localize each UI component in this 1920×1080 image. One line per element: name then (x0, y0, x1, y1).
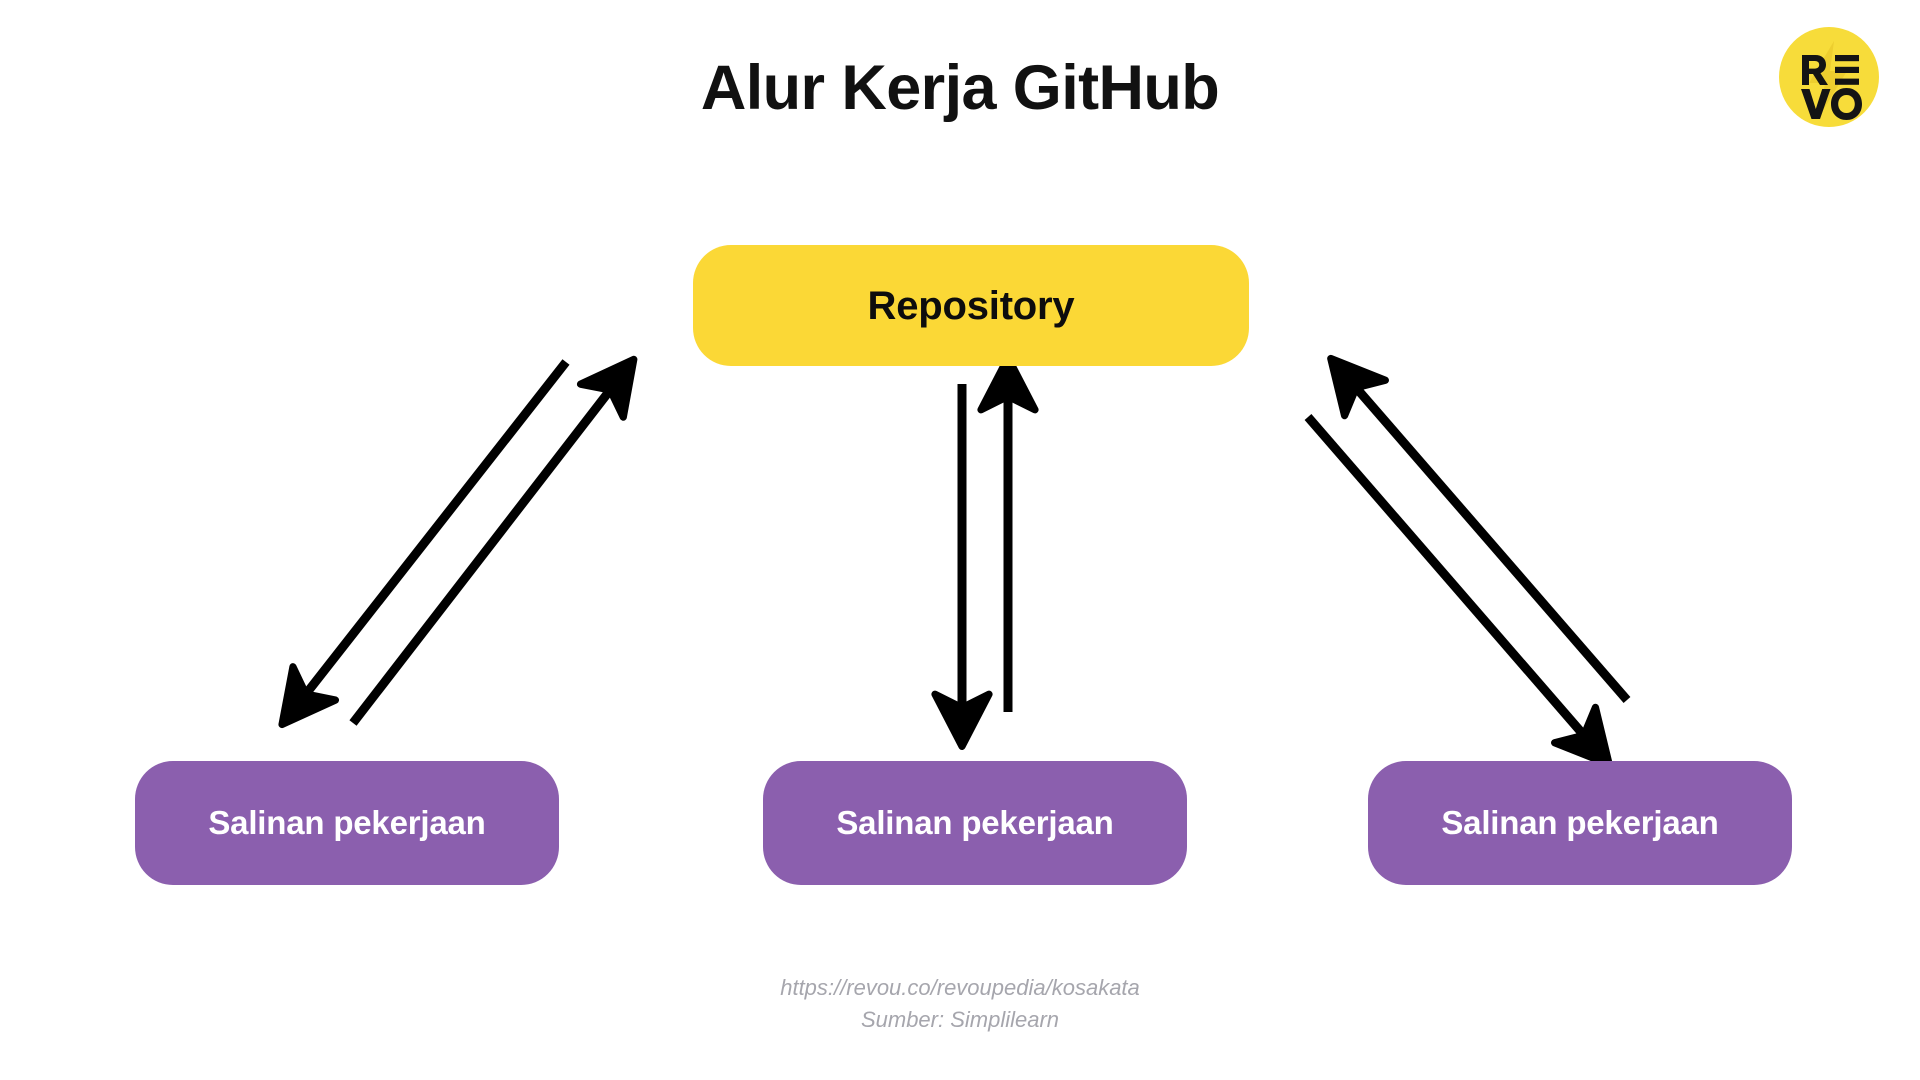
node-working-copy-center[interactable]: Salinan pekerjaan (763, 761, 1187, 885)
arrow-repo-to-left-copy (278, 359, 570, 729)
revou-logo-icon (1779, 27, 1879, 127)
node-working-copy-right-label: Salinan pekerjaan (1441, 803, 1719, 841)
node-working-copy-left-label: Salinan pekerjaan (208, 803, 486, 841)
node-repository[interactable]: Repository (693, 245, 1249, 366)
revou-logo (1779, 27, 1879, 127)
node-working-copy-right[interactable]: Salinan pekerjaan (1368, 761, 1792, 885)
page-title: Alur Kerja GitHub (700, 53, 1220, 123)
footer: https://revou.co/revoupedia/kosakata Sum… (0, 972, 1920, 1036)
arrow-right-copy-to-repo (1327, 354, 1631, 703)
node-working-copy-left[interactable]: Salinan pekerjaan (135, 761, 559, 885)
footer-url[interactable]: https://revou.co/revoupedia/kosakata (780, 975, 1140, 1000)
footer-source: Sumber: Simplilearn (860, 1006, 1060, 1032)
arrow-repo-to-right-copy (1304, 414, 1613, 769)
arrow-left-copy-to-repo (349, 355, 638, 726)
node-working-copy-center-label: Salinan pekerjaan (836, 803, 1114, 841)
node-repository-label: Repository (867, 283, 1075, 328)
